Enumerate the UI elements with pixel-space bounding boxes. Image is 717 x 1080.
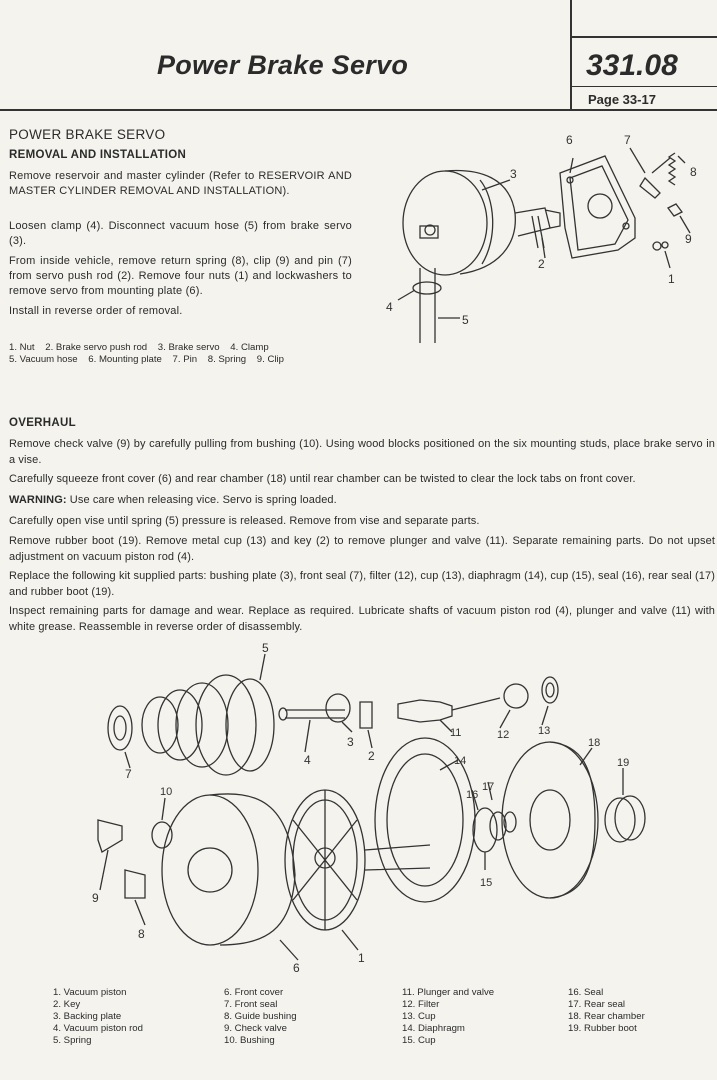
parts-legend-item: 5. Spring: [53, 1035, 92, 1046]
install-label-9: 9: [685, 232, 692, 246]
document-number: 331.08: [586, 49, 678, 82]
install-label-7: 7: [624, 133, 631, 147]
parts-legend-item: 14. Diaphragm: [402, 1023, 465, 1034]
parts-legend-item: 15. Cup: [402, 1035, 436, 1046]
parts-legend-item: 4. Vacuum piston rod: [53, 1023, 143, 1034]
section-heading: POWER BRAKE SERVO: [9, 127, 166, 142]
install-label-5: 5: [462, 313, 469, 327]
install-label-8: 8: [690, 165, 697, 179]
removal-legend-line-1: 1. Nut 2. Brake servo push rod 3. Brake …: [9, 342, 269, 353]
exploded-label-10: 10: [160, 786, 172, 798]
servo-exploded-figure: 5 7 4 3 2 11 12 13 14 18 19 10 16 17 15 …: [92, 641, 646, 975]
exploded-label-9: 9: [92, 891, 99, 905]
parts-legend-item: 6. Front cover: [224, 987, 284, 998]
header-divider-middle: [570, 86, 717, 87]
exploded-label-19: 19: [617, 757, 629, 769]
removal-paragraph-1: Remove reservoir and master cylinder (Re…: [9, 170, 352, 197]
removal-legend-line-2: 5. Vacuum hose 6. Mounting plate 7. Pin …: [9, 354, 284, 365]
overhaul-heading: OVERHAUL: [9, 417, 76, 429]
install-label-3: 3: [510, 167, 517, 181]
parts-legend-column-2: 6. Front cover 7. Front seal 8. Guide bu…: [224, 987, 297, 1047]
exploded-label-4: 4: [304, 753, 311, 767]
page-number: Page 33-17: [588, 92, 656, 107]
exploded-label-6: 6: [293, 961, 300, 975]
exploded-label-7: 7: [125, 767, 132, 781]
parts-legend-item: 9. Check valve: [224, 1023, 287, 1034]
exploded-label-2: 2: [368, 749, 375, 763]
parts-legend-item: 13. Cup: [402, 1011, 436, 1022]
overhaul-paragraph-4: Remove rubber boot (19). Remove metal cu…: [9, 535, 715, 563]
overhaul-paragraph-5: Replace the following kit supplied parts…: [9, 570, 715, 598]
overhaul-paragraph-2: Carefully squeeze front cover (6) and re…: [9, 473, 636, 485]
warning-label: WARNING:: [9, 494, 67, 506]
exploded-label-15: 15: [480, 877, 492, 889]
overhaul-paragraph-3: Carefully open vise until spring (5) pre…: [9, 515, 480, 527]
exploded-label-1: 1: [358, 951, 365, 965]
install-label-2: 2: [538, 257, 545, 271]
install-label-6: 6: [566, 133, 573, 147]
parts-legend-item: 19. Rubber boot: [568, 1023, 637, 1034]
exploded-label-13: 13: [538, 725, 550, 737]
parts-legend-item: 17. Rear seal: [568, 999, 626, 1010]
parts-legend-item: 8. Guide bushing: [224, 1011, 297, 1022]
parts-legend-item: 1. Vacuum piston: [53, 987, 127, 998]
exploded-label-14: 14: [454, 755, 466, 767]
section-subheading: REMOVAL AND INSTALLATION: [9, 149, 187, 161]
exploded-label-8: 8: [138, 927, 145, 941]
overhaul-paragraph-1: Remove check valve (9) by carefully pull…: [9, 438, 715, 466]
parts-legend-column-1: 1. Vacuum piston 2. Key 3. Backing plate…: [53, 987, 143, 1047]
removal-paragraph-4: Install in reverse order of removal.: [9, 305, 183, 317]
parts-legend-item: 3. Backing plate: [53, 1011, 122, 1022]
servo-installation-figure: 3 6 7 8 9 2 1 4 5: [386, 133, 697, 343]
install-label-4: 4: [386, 300, 393, 314]
exploded-label-16: 16: [466, 789, 478, 801]
exploded-label-3: 3: [347, 735, 354, 749]
exploded-label-17: 17: [482, 781, 494, 793]
parts-legend-item: 18. Rear chamber: [568, 1011, 645, 1022]
parts-legend-item: 7. Front seal: [224, 999, 278, 1010]
install-label-1: 1: [668, 272, 675, 286]
removal-paragraph-2: Loosen clamp (4). Disconnect vacuum hose…: [9, 220, 352, 247]
parts-legend-item: 16. Seal: [568, 987, 604, 998]
parts-legend-item: 12. Filter: [402, 999, 440, 1010]
parts-legend-item: 11. Plunger and valve: [402, 987, 495, 998]
page-title: Power Brake Servo: [157, 50, 409, 80]
header-divider-top: [570, 36, 717, 38]
exploded-label-12: 12: [497, 729, 509, 741]
exploded-label-18: 18: [588, 737, 600, 749]
warning-text: Use care when releasing vice. Servo is s…: [66, 494, 337, 506]
overhaul-paragraph-6: Inspect remaining parts for damage and w…: [9, 605, 715, 633]
removal-legend: 1. Nut 2. Brake servo push rod 3. Brake …: [9, 342, 284, 366]
exploded-label-5: 5: [262, 641, 269, 655]
parts-legend-item: 2. Key: [53, 999, 81, 1010]
overhaul-warning: WARNING: Use care when releasing vice. S…: [9, 492, 715, 508]
exploded-label-11: 11: [450, 727, 461, 739]
header-rule: [0, 109, 717, 111]
parts-legend-item: 10. Bushing: [224, 1035, 275, 1046]
removal-paragraph-3: From inside vehicle, remove return sprin…: [9, 255, 352, 297]
header-divider-vertical: [570, 0, 572, 110]
parts-legend-column-4: 16. Seal 17. Rear seal 18. Rear chamber …: [568, 987, 645, 1035]
parts-legend-column-3: 11. Plunger and valve 12. Filter 13. Cup…: [402, 987, 494, 1047]
